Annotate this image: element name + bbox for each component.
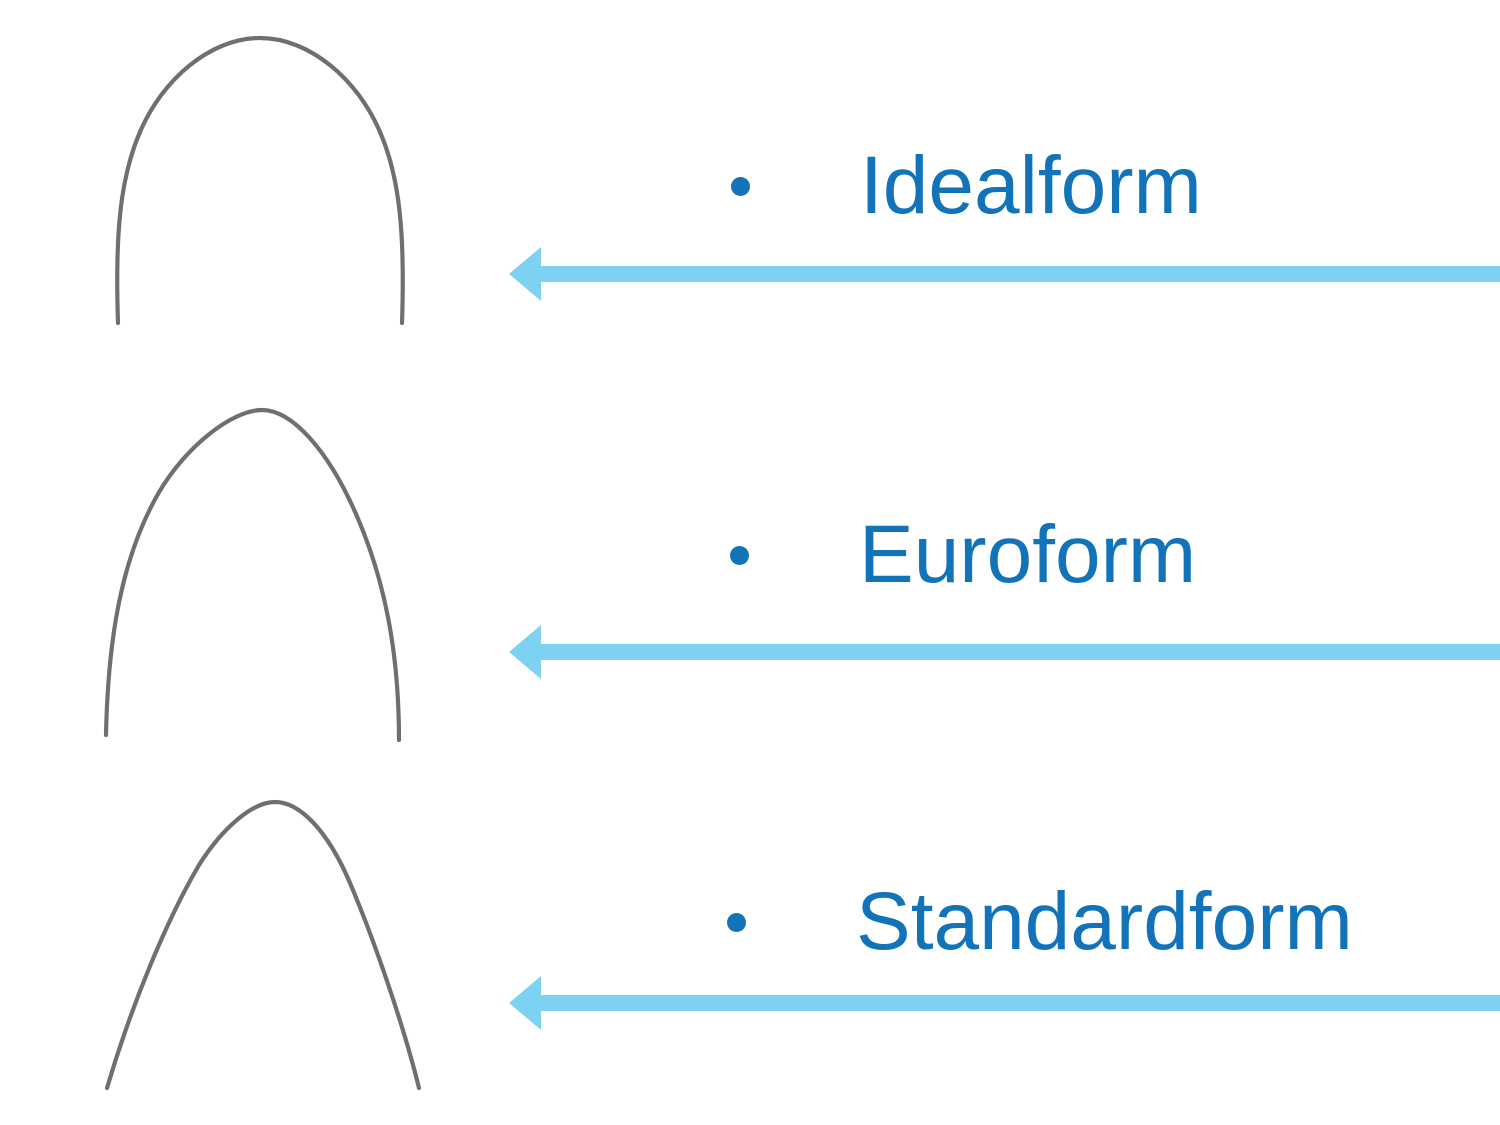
arrow-shaft bbox=[539, 995, 1500, 1011]
arrow-head bbox=[509, 976, 541, 1030]
euroform-label: Euroform bbox=[859, 509, 1197, 600]
arrow-head bbox=[509, 247, 541, 301]
arrow-shaft bbox=[539, 266, 1500, 282]
standardform-archwire-curve bbox=[104, 799, 422, 1091]
standardform-label-row: Standardform bbox=[727, 872, 1353, 972]
standardform-left-arrow bbox=[509, 976, 1500, 1030]
bullet-icon bbox=[731, 176, 750, 196]
euroform-left-arrow bbox=[509, 625, 1500, 679]
idealform-archwire-image bbox=[115, 35, 405, 325]
idealform-label: Idealform bbox=[860, 140, 1202, 231]
arrow-head bbox=[509, 625, 541, 679]
idealform-archwire-curve bbox=[115, 35, 405, 325]
euroform-archwire-image bbox=[103, 407, 402, 742]
standardform-archwire-image bbox=[104, 799, 422, 1091]
euroform-archwire-curve bbox=[103, 407, 402, 742]
bullet-icon bbox=[730, 545, 749, 565]
idealform-label-row: Idealform bbox=[731, 136, 1202, 236]
standardform-label: Standardform bbox=[856, 876, 1353, 967]
bullet-icon bbox=[727, 912, 746, 932]
euroform-label-row: Euroform bbox=[730, 505, 1196, 605]
idealform-left-arrow bbox=[509, 247, 1500, 301]
arrow-shaft bbox=[539, 644, 1500, 660]
